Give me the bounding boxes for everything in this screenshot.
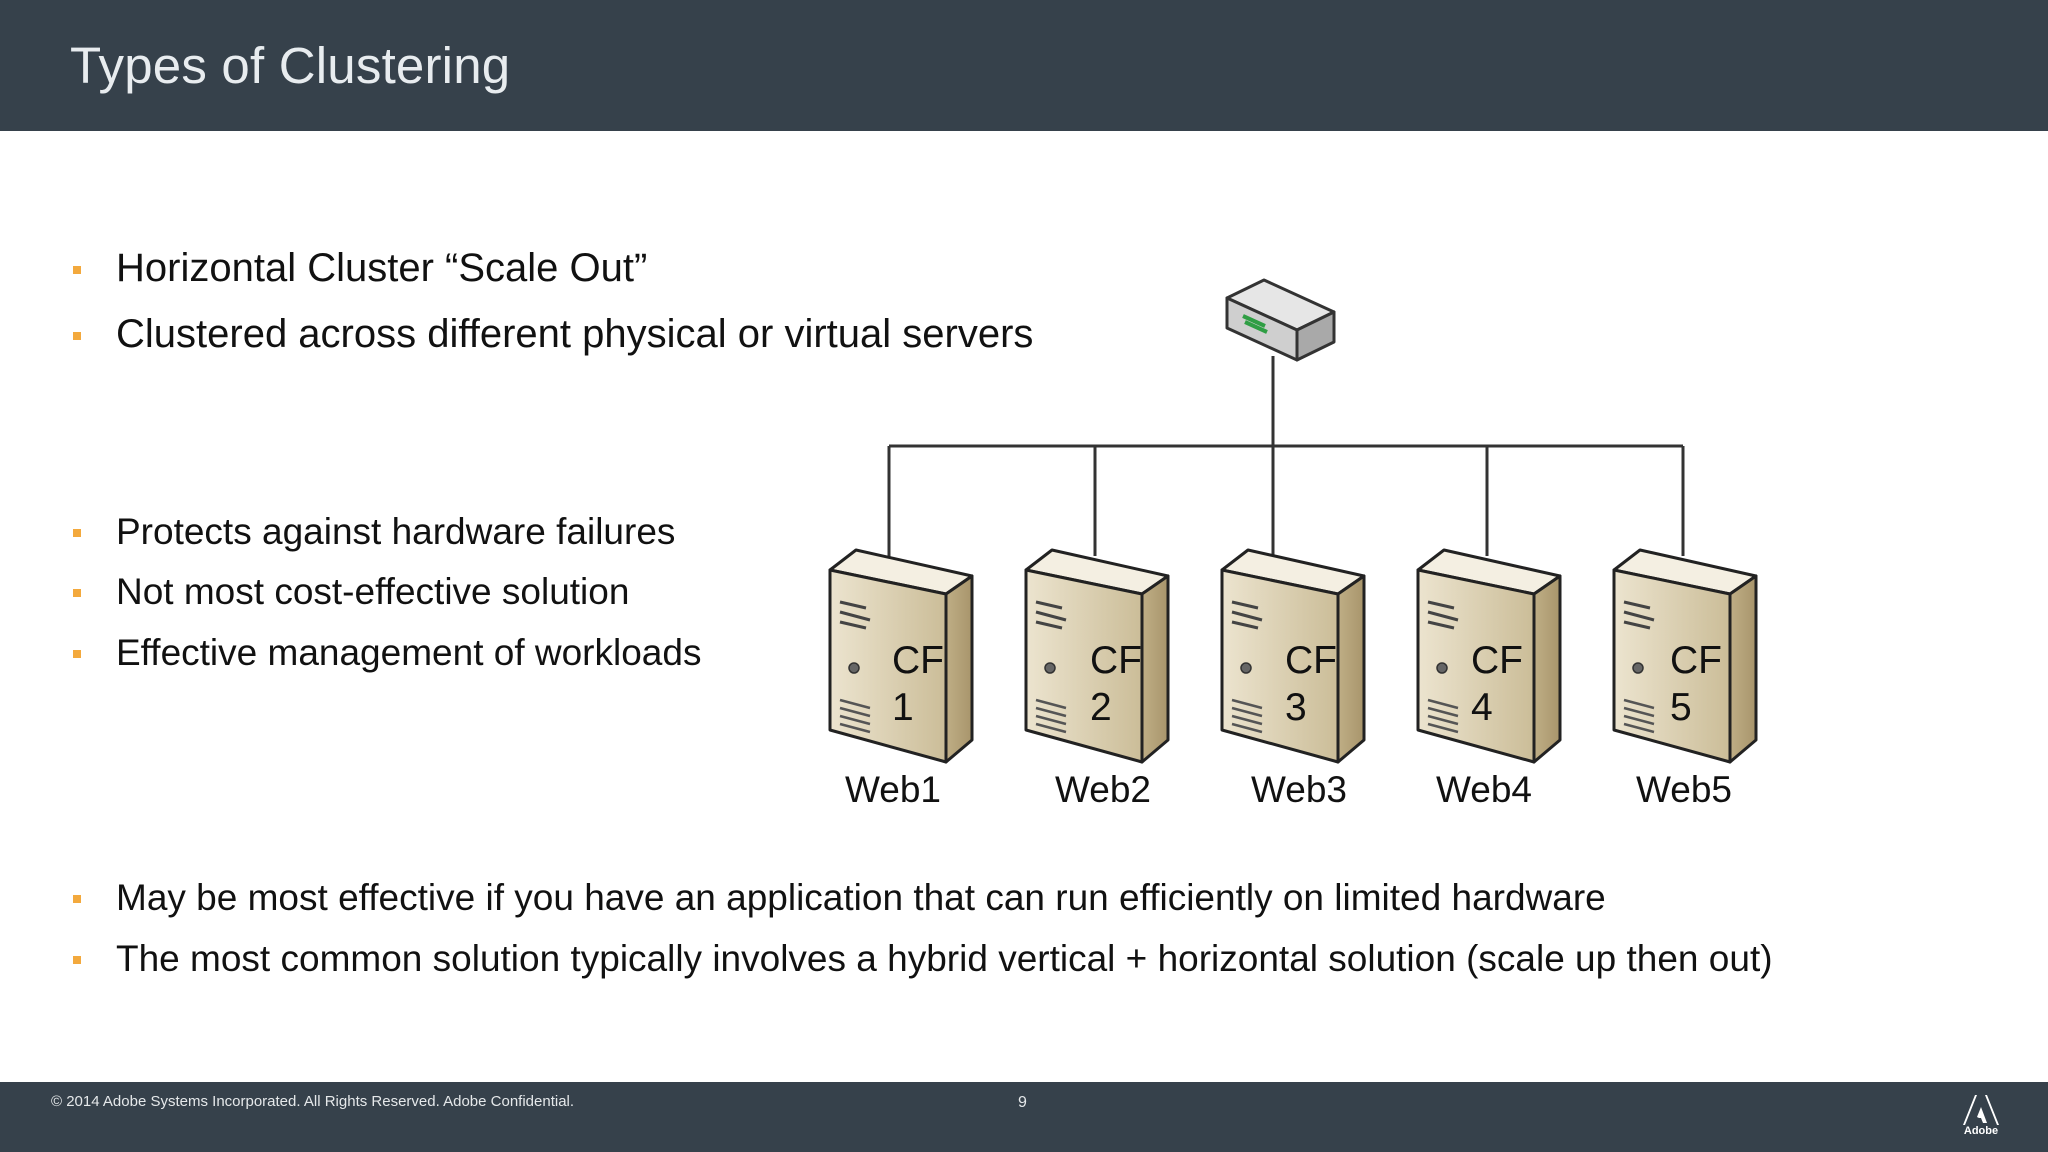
adobe-logo-mark-icon [1963, 1095, 1999, 1125]
server-cf-label: CF [892, 639, 944, 682]
server-cf-label: CF [1471, 639, 1523, 682]
server-node: CF 5 Web5 [1612, 548, 1758, 810]
page-number: 9 [1018, 1094, 1027, 1111]
server-label: Web4 [1436, 769, 1532, 810]
server-number: 5 [1670, 686, 1692, 729]
server-cf-label: CF [1670, 639, 1722, 682]
server-cf-label: CF [1285, 639, 1337, 682]
bullet-marker-icon [73, 589, 81, 597]
switch-icon [1225, 278, 1336, 362]
server-number: 1 [892, 686, 914, 729]
server-number: 3 [1285, 686, 1307, 729]
server-label: Web5 [1636, 769, 1732, 810]
server-label: Web2 [1055, 769, 1151, 810]
network-lines [887, 356, 1685, 562]
server-node: CF 2 Web2 [1024, 548, 1170, 810]
adobe-logo-icon: Adobe [1961, 1095, 2001, 1141]
logo-wordmark: Adobe [1963, 1125, 1999, 1137]
server-node: CF 1 Web1 [828, 548, 974, 810]
server-node: CF 4 Web4 [1416, 548, 1562, 810]
server-number: 2 [1090, 686, 1112, 729]
slide-header: Types of Clustering [0, 0, 2048, 131]
server-cf-label: CF [1090, 639, 1142, 682]
bullet-marker-icon [73, 332, 81, 340]
slide-title: Types of Clustering [70, 37, 511, 94]
bullet-marker-icon [73, 956, 81, 964]
bullet-marker-icon [73, 650, 81, 658]
cluster-diagram: CF 1 Web1 CF 2 Web2 CF 3 Web3 CF 4 Web4 … [828, 278, 1758, 810]
bullet-marker-icon [73, 529, 81, 537]
bullet-marker-icon [73, 266, 81, 274]
copyright-text: © 2014 Adobe Systems Incorporated. All R… [51, 1093, 575, 1110]
server-node: CF 3 Web3 [1220, 548, 1366, 810]
server-label: Web3 [1251, 769, 1347, 810]
server-number: 4 [1471, 686, 1493, 729]
server-label: Web1 [845, 769, 941, 810]
slide-footer: © 2014 Adobe Systems Incorporated. All R… [0, 1082, 2048, 1152]
bullet-marker-icon [73, 895, 81, 903]
